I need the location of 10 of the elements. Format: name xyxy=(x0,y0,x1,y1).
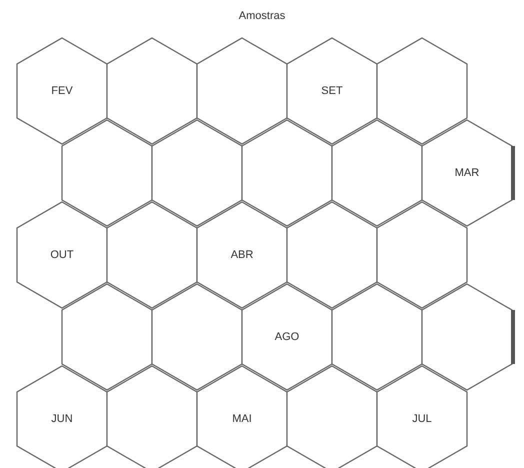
chart-title: Amostras xyxy=(238,10,286,22)
cell-label: MAI xyxy=(232,413,252,425)
cell-label: SET xyxy=(321,85,343,97)
cell-label: MAR xyxy=(454,167,480,179)
cell-label: OUT xyxy=(50,249,74,261)
cell-label: FEV xyxy=(51,85,73,97)
cell-label: JUL xyxy=(412,413,432,425)
cell-label: AGO xyxy=(274,331,300,343)
cell-label: ABR xyxy=(230,249,254,261)
cell-label: JUN xyxy=(51,413,73,425)
